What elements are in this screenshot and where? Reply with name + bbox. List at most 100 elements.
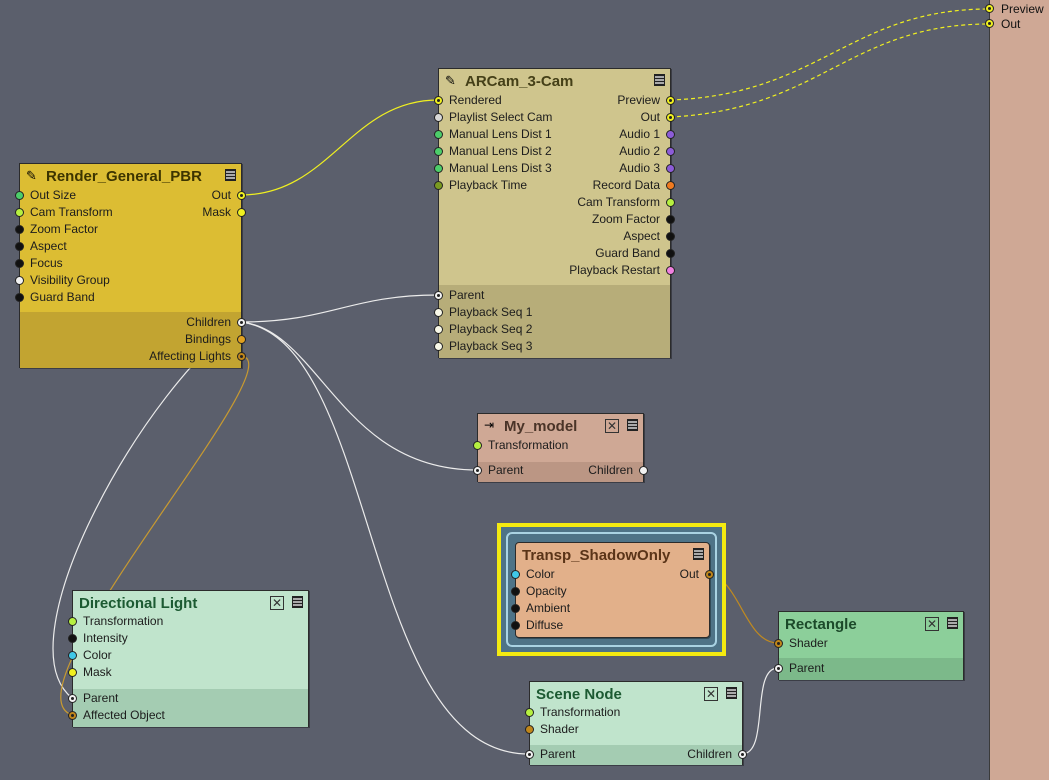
port-dot[interactable] — [666, 249, 675, 258]
close-icon[interactable]: ✕ — [704, 687, 718, 701]
port-dot[interactable] — [237, 191, 246, 200]
port-out[interactable]: Out — [641, 109, 675, 126]
port-record-data[interactable]: Record Data — [593, 177, 675, 194]
node-rectangle[interactable]: Rectangle ✕ Shader Parent — [774, 611, 964, 680]
port-dot[interactable] — [434, 164, 443, 173]
port-zoom-factor[interactable]: Zoom Factor — [15, 221, 98, 238]
port-dot[interactable] — [15, 259, 24, 268]
port-dot[interactable] — [15, 276, 24, 285]
port-manual-lens-dist-3[interactable]: Manual Lens Dist 3 — [434, 160, 552, 177]
close-icon[interactable]: ✕ — [925, 617, 939, 631]
menu-icon[interactable] — [225, 169, 236, 181]
port-transformation[interactable]: Transformation — [473, 437, 568, 454]
port-dot[interactable] — [525, 725, 534, 734]
port-dot[interactable] — [666, 113, 675, 122]
port-children[interactable]: Children — [588, 462, 648, 479]
port-rendered[interactable]: Rendered — [434, 92, 502, 109]
port-diffuse[interactable]: Diffuse — [511, 617, 563, 634]
port-dot[interactable] — [434, 325, 443, 334]
menu-icon[interactable] — [947, 617, 958, 629]
port-dot[interactable] — [473, 466, 482, 475]
external-preview-port[interactable] — [985, 4, 994, 13]
port-dot[interactable] — [434, 96, 443, 105]
menu-icon[interactable] — [654, 74, 665, 86]
node-scene-node[interactable]: Scene Node ✕ Transformation Shader Paren… — [525, 681, 747, 765]
port-playback-seq-1[interactable]: Playback Seq 1 — [434, 304, 532, 321]
port-dot[interactable] — [434, 130, 443, 139]
port-affected-object[interactable]: Affected Object — [68, 707, 165, 724]
port-dot[interactable] — [15, 208, 24, 217]
port-dot[interactable] — [15, 293, 24, 302]
port-dot[interactable] — [68, 711, 77, 720]
menu-icon[interactable] — [693, 548, 704, 560]
port-parent[interactable]: Parent — [525, 746, 575, 763]
port-audio-1[interactable]: Audio 1 — [619, 126, 675, 143]
port-dot[interactable] — [434, 113, 443, 122]
port-dot[interactable] — [666, 164, 675, 173]
port-shader[interactable]: Shader — [525, 721, 579, 738]
port-zoom-factor[interactable]: Zoom Factor — [592, 211, 675, 228]
edit-icon[interactable]: ✎ — [445, 73, 456, 88]
port-playback-seq-2[interactable]: Playback Seq 2 — [434, 321, 532, 338]
node-title-bar[interactable]: ✎ Render_General_PBR — [20, 164, 241, 188]
port-color[interactable]: Color — [68, 647, 112, 664]
node-title-bar[interactable]: ⇥ My_model ✕ — [478, 414, 643, 438]
port-dot[interactable] — [237, 335, 246, 344]
port-visibility-group[interactable]: Visibility Group — [15, 272, 110, 289]
port-cam-transform[interactable]: Cam Transform — [577, 194, 675, 211]
menu-icon[interactable] — [627, 419, 638, 431]
port-dot[interactable] — [774, 639, 783, 648]
port-color[interactable]: Color — [511, 566, 555, 583]
port-playback-time[interactable]: Playback Time — [434, 177, 527, 194]
external-out-port[interactable] — [985, 19, 994, 28]
port-guard-band[interactable]: Guard Band — [15, 289, 95, 306]
port-dot[interactable] — [705, 570, 714, 579]
port-focus[interactable]: Focus — [15, 255, 63, 272]
port-out[interactable]: Out — [212, 187, 246, 204]
port-aspect[interactable]: Aspect — [623, 228, 675, 245]
port-dot[interactable] — [68, 617, 77, 626]
port-dot[interactable] — [666, 198, 675, 207]
port-playlist-select-cam[interactable]: Playlist Select Cam — [434, 109, 552, 126]
port-dot[interactable] — [511, 604, 520, 613]
node-title-bar[interactable]: Scene Node ✕ — [530, 682, 742, 706]
port-dot[interactable] — [237, 208, 246, 217]
port-dot[interactable] — [15, 191, 24, 200]
node-transp-shadowonly[interactable]: Transp_ShadowOnly Color Opacity Ambient … — [511, 542, 714, 638]
port-bindings[interactable]: Bindings — [185, 331, 246, 348]
port-shader[interactable]: Shader — [774, 635, 828, 652]
port-dot[interactable] — [511, 570, 520, 579]
port-parent[interactable]: Parent — [774, 660, 824, 677]
port-parent[interactable]: Parent — [473, 462, 523, 479]
node-render-general-pbr[interactable]: ✎ Render_General_PBR Out Size Cam Transf… — [15, 163, 246, 368]
port-children[interactable]: Children — [186, 314, 246, 331]
port-manual-lens-dist-1[interactable]: Manual Lens Dist 1 — [434, 126, 552, 143]
port-parent[interactable]: Parent — [434, 287, 484, 304]
port-playback-seq-3[interactable]: Playback Seq 3 — [434, 338, 532, 355]
close-icon[interactable]: ✕ — [270, 596, 284, 610]
port-parent[interactable]: Parent — [68, 690, 118, 707]
port-dot[interactable] — [237, 318, 246, 327]
node-title-bar[interactable]: Rectangle ✕ — [779, 612, 963, 636]
port-aspect[interactable]: Aspect — [15, 238, 67, 255]
port-mask[interactable]: Mask — [202, 204, 246, 221]
port-dot[interactable] — [68, 668, 77, 677]
port-transformation[interactable]: Transformation — [68, 613, 163, 630]
port-dot[interactable] — [738, 750, 747, 759]
port-dot[interactable] — [68, 694, 77, 703]
menu-icon[interactable] — [292, 596, 303, 608]
port-transformation[interactable]: Transformation — [525, 704, 620, 721]
port-cam-transform[interactable]: Cam Transform — [15, 204, 113, 221]
port-guard-band[interactable]: Guard Band — [595, 245, 675, 262]
port-dot[interactable] — [666, 181, 675, 190]
port-playback-restart[interactable]: Playback Restart — [569, 262, 675, 279]
close-icon[interactable]: ✕ — [605, 419, 619, 433]
port-mask[interactable]: Mask — [68, 664, 112, 681]
port-dot[interactable] — [237, 352, 246, 361]
port-out-size[interactable]: Out Size — [15, 187, 76, 204]
port-dot[interactable] — [666, 266, 675, 275]
port-dot[interactable] — [666, 232, 675, 241]
node-title-bar[interactable]: Transp_ShadowOnly — [516, 543, 709, 567]
port-manual-lens-dist-2[interactable]: Manual Lens Dist 2 — [434, 143, 552, 160]
port-dot[interactable] — [434, 291, 443, 300]
